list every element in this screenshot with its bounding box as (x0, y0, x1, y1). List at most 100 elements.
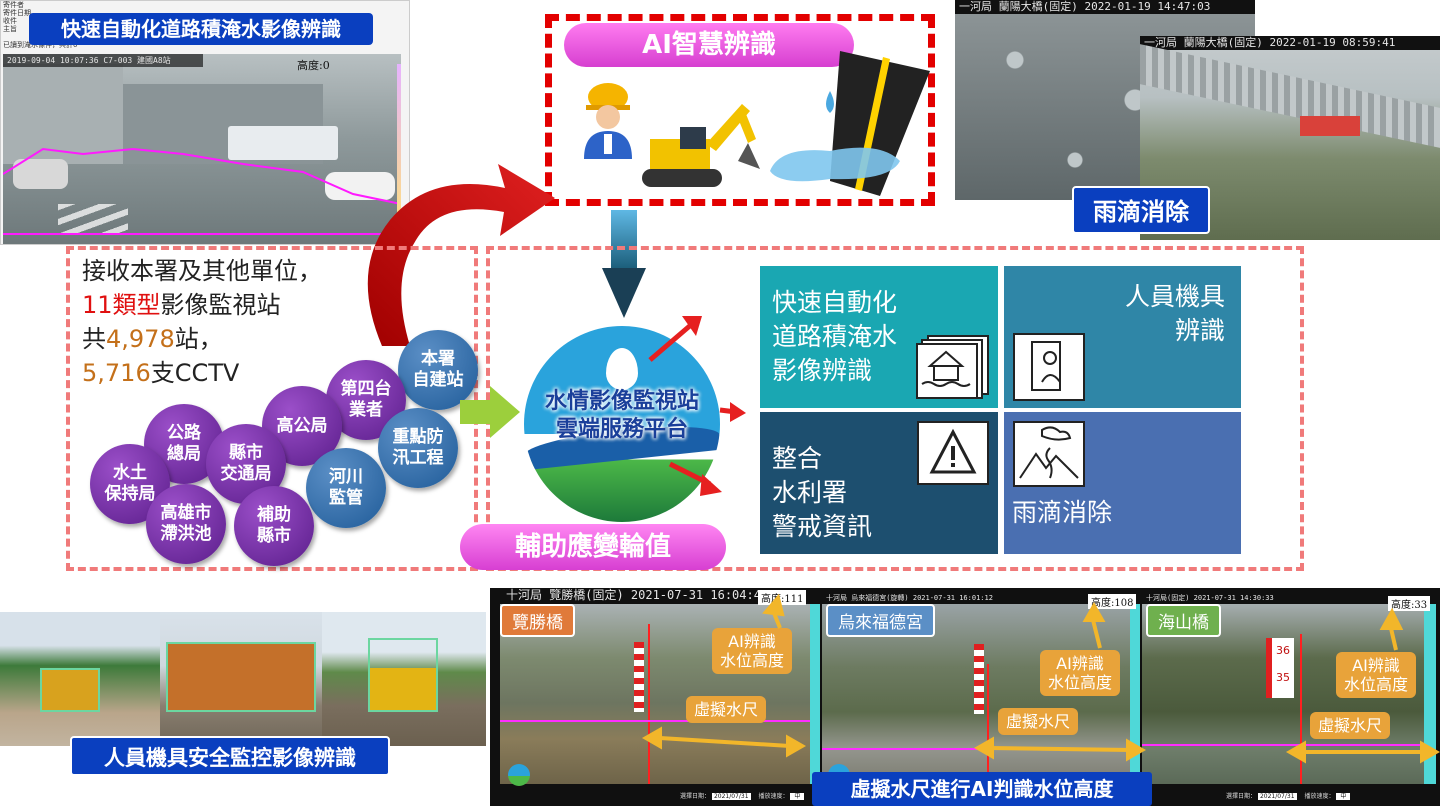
gauge-pole (974, 644, 984, 714)
camera-info: 2019-09-04 10:07:36 C7-003 建國A8站 (3, 54, 203, 67)
virtual-ruler-line (1300, 634, 1302, 784)
excavator-camera-image (322, 612, 486, 746)
excavator-icon (642, 104, 760, 187)
speed-select[interactable]: 中 (1336, 793, 1351, 800)
building-shape (3, 64, 123, 164)
virtual-ruler-label: 虛擬水尺 (1310, 712, 1391, 739)
speed-select[interactable]: 中 (790, 793, 805, 800)
stats-type: 類型 (112, 291, 161, 319)
street-camera-image (3, 54, 401, 244)
platform-name-line: 水情影像監視站 (544, 389, 699, 414)
email-note: 已讀到淹水條件，共計0 (3, 41, 78, 49)
camera-header: 十河局 烏來福德宮(旋轉) 2021-07-31 16:01:12 (826, 594, 993, 602)
bus-shape (228, 126, 338, 160)
bridge-tag-fude: 烏來福德宮 (826, 604, 935, 637)
stats-text: 共 (82, 325, 106, 353)
tile-worker-recognition: 人員機具 辨識 (1004, 266, 1241, 408)
agency-circle: 高雄市滯洪池 (146, 484, 226, 564)
stats-line-4: 5,716支CCTV (82, 356, 322, 390)
stats-line-3: 共4,978站， (82, 322, 322, 356)
date-control: 選擇日期： 2021/07/31 播放速度： 中 (680, 792, 805, 802)
tile-rain-removal: 雨滴消除 (1004, 412, 1241, 554)
platform-name: 水情影像監視站 雲端服務平台 (512, 388, 732, 444)
water-level-panel: 十河局 覽勝橋(固定) 2021-07-31 16:04:47 十河局 烏來福德… (490, 588, 1440, 806)
ai-title-pill: AI智慧辨識 (564, 23, 854, 67)
gauge-pole (634, 642, 644, 712)
red-arrows-icon (648, 316, 746, 496)
tile-warning-integration: 整合 水利署 警戒資訊 (760, 412, 998, 554)
virtual-ruler-caption: 虛擬水尺進行AI判識水位高度 (812, 772, 1152, 806)
forklift-camera-image (0, 612, 160, 746)
excavator-shape (368, 638, 438, 712)
speed-label: 播放速度： (758, 793, 789, 800)
stats-text: 支CCTV (150, 359, 240, 387)
virtual-ruler-line (987, 664, 989, 784)
bridge-tag-lansheng: 覽勝橋 (500, 604, 575, 637)
source-stats: 接收本署及其他單位， 11類型影像監視站 共4,978站， 5,716支CCTV (82, 254, 322, 390)
curved-red-arrow-icon (367, 164, 555, 346)
date-label: 選擇日期： (680, 793, 711, 800)
down-arrow-icon (602, 210, 646, 320)
gauge-board: 36 35 (1266, 638, 1294, 698)
bridge-shape (1140, 44, 1440, 148)
stats-count: 11 (82, 291, 113, 319)
virtual-ruler-label: 虛擬水尺 (686, 696, 767, 723)
water-line (1142, 744, 1436, 746)
bridge-tag-haishan: 海山橋 (1146, 604, 1221, 637)
height-readout: 高度:0 (297, 59, 330, 72)
email-line: 寄件日期 (3, 9, 31, 17)
flood-recognition-panel: 寄件者 寄件日期 收件 主旨 已讀到淹水條件，共計0 2019-09-04 10… (0, 0, 410, 245)
ai-water-level-label: AI辨識水位高度 (712, 628, 793, 674)
flood-boundary-line (3, 147, 401, 235)
forklift-shape (40, 668, 100, 712)
height-readout: 高度:111 (758, 590, 807, 605)
stats-line-2: 11類型影像監視站 (82, 288, 322, 322)
gauge-number: 35 (1276, 671, 1290, 684)
sign-shape (1300, 116, 1360, 136)
camera-header: 十河局 覽勝橋(固定) 2021-07-31 16:04:47 (506, 588, 769, 602)
ai-recognition-box: AI智慧辨識 (545, 14, 935, 206)
email-header: 寄件者 寄件日期 收件 主旨 已讀到淹水條件，共計0 (3, 1, 409, 61)
date-control: 選擇日期： 2021/07/31 播放速度： 中 (1226, 792, 1351, 802)
flood-title-label: 快速自動化道路積淹水影像辨識 (29, 13, 373, 45)
support-duty-label: 輔助應變輪值 (460, 524, 726, 570)
side-scale (1424, 604, 1436, 784)
agency-circle: 補助縣市 (234, 486, 314, 566)
dumptruck-camera-image (160, 612, 322, 746)
camera-header: 一河局 蘭陽大橋(固定) 2022-01-19 14:47:03 (955, 0, 1255, 14)
ai-water-level-label: AI辨識水位高度 (1040, 650, 1121, 696)
car-shape (13, 159, 68, 189)
safety-label: 人員機具安全監控影像辨識 (70, 736, 390, 776)
side-scale (810, 604, 820, 784)
virtual-ruler-line (648, 624, 650, 784)
crosswalk (58, 204, 128, 234)
agency-circle: 第四台業者 (326, 360, 406, 440)
warning-icon (917, 421, 989, 485)
stats-line-1: 接收本署及其他單位， (82, 257, 322, 285)
worker-icon (584, 83, 632, 159)
agency-circle: 河川監管 (306, 448, 386, 528)
speed-label: 播放速度： (1304, 793, 1335, 800)
rain-removal-panel: 一河局 蘭陽大橋(固定) 2022-01-19 14:47:03 一河局 蘭陽大… (955, 0, 1440, 240)
date-picker[interactable]: 2021/07/31 (711, 793, 751, 800)
stats-text: 影像監視站 (160, 291, 281, 319)
rain-landscape-icon (1013, 421, 1085, 487)
agency-circle: 本署自建站 (398, 330, 478, 410)
magenta-scale (397, 64, 401, 234)
stats-text: 站， (174, 325, 223, 353)
email-line: 主旨 (3, 25, 17, 33)
rain-removal-label: 雨滴消除 (1072, 186, 1210, 234)
water-drop-icon (606, 348, 638, 390)
ai-water-level-label: AI辨識水位高度 (1336, 652, 1417, 698)
side-scale (1130, 604, 1140, 784)
virtual-ruler-label: 虛擬水尺 (998, 708, 1079, 735)
flood-house-icon (916, 335, 989, 399)
logo-icon (508, 764, 530, 786)
date-label: 選擇日期： (1226, 793, 1257, 800)
stats-count: 4,978 (106, 325, 175, 353)
platform-logo (524, 326, 720, 522)
date-picker[interactable]: 2021/07/31 (1257, 793, 1297, 800)
worker-icon (1013, 333, 1085, 401)
water-line (500, 720, 820, 722)
camera-header: 十河局(固定) 2021-07-31 14:30:33 (1146, 594, 1274, 602)
